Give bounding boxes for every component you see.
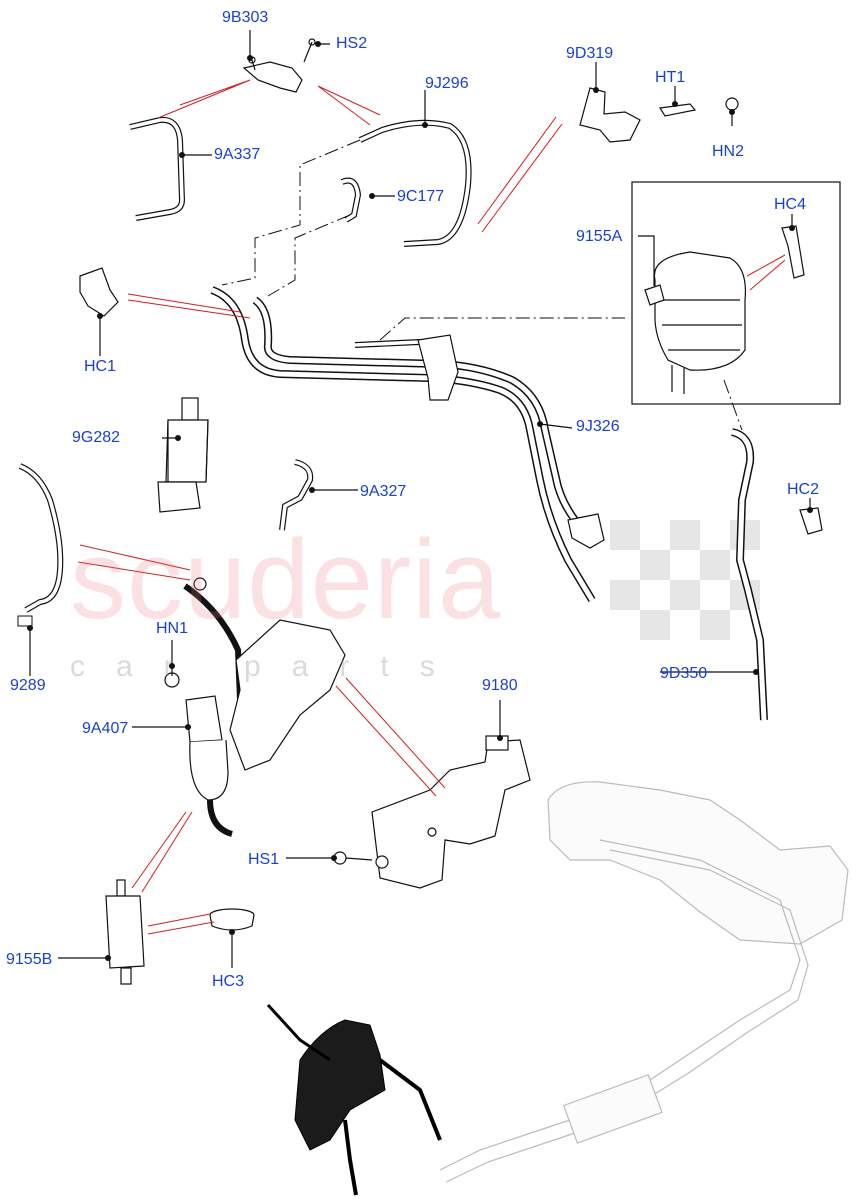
pipe-9289 <box>18 463 64 613</box>
watermark-flag <box>610 520 760 640</box>
assembled-pump-unit <box>266 1003 442 1196</box>
part-9155A-frame <box>631 181 841 405</box>
label-HC3: HC3 <box>212 973 245 990</box>
pipe-bundle-9J326 <box>210 286 596 603</box>
label-9289: 9289 <box>10 677 46 694</box>
label-9G282: 9G282 <box>72 429 121 446</box>
red-leader-lines <box>77 79 786 935</box>
connector-9289 <box>17 615 33 627</box>
clip-HC1 <box>79 267 119 317</box>
label-HC1: HC1 <box>84 358 117 375</box>
label-9A407: 9A407 <box>82 720 129 737</box>
filter-9155B <box>105 879 145 985</box>
pump-assembly-9A407 <box>183 577 346 837</box>
label-HS1: HS1 <box>248 851 280 868</box>
bracket-9D319 <box>579 87 739 143</box>
leader-dots <box>27 41 813 961</box>
canister-9155A <box>644 251 747 394</box>
label-9155A: 9155A <box>576 228 623 245</box>
ring-HC3 <box>209 908 255 931</box>
bundle-end-bracket <box>567 513 605 549</box>
bolt-HS1 <box>333 851 373 865</box>
bundle-bracket <box>417 334 459 401</box>
label-9B303: 9B303 <box>222 9 269 26</box>
pipe-9A337 <box>129 116 186 221</box>
label-HN2: HN2 <box>712 143 745 160</box>
bracket-9180 <box>371 735 531 889</box>
black-leader-lines <box>29 30 811 968</box>
filter-9G282 <box>157 397 209 513</box>
label-9A327: 9A327 <box>360 483 407 500</box>
label-9J326: 9J326 <box>576 418 620 435</box>
watermark-tagline: car parts <box>70 650 466 683</box>
bracket-9B303 <box>242 38 316 93</box>
label-9D319: 9D319 <box>566 45 614 62</box>
bracket-HC4 <box>781 225 805 279</box>
fuel-tank <box>439 781 849 1183</box>
label-HN1: HN1 <box>156 620 189 637</box>
label-9A337: 9A337 <box>214 146 261 163</box>
label-HS2: HS2 <box>336 35 368 52</box>
label-HC2: HC2 <box>787 481 820 498</box>
dash-dot-connectors <box>221 139 743 431</box>
watermark-brand: scuderia <box>70 517 502 642</box>
label-9155B: 9155B <box>6 951 53 968</box>
label-HC4: HC4 <box>774 196 807 213</box>
label-9180: 9180 <box>482 677 518 694</box>
label-9J296: 9J296 <box>425 75 469 92</box>
label-HT1: HT1 <box>655 69 686 86</box>
label-9C177: 9C177 <box>397 188 445 205</box>
pipe-9J296 <box>358 119 472 247</box>
label-9D350: 9D350 <box>660 665 708 682</box>
